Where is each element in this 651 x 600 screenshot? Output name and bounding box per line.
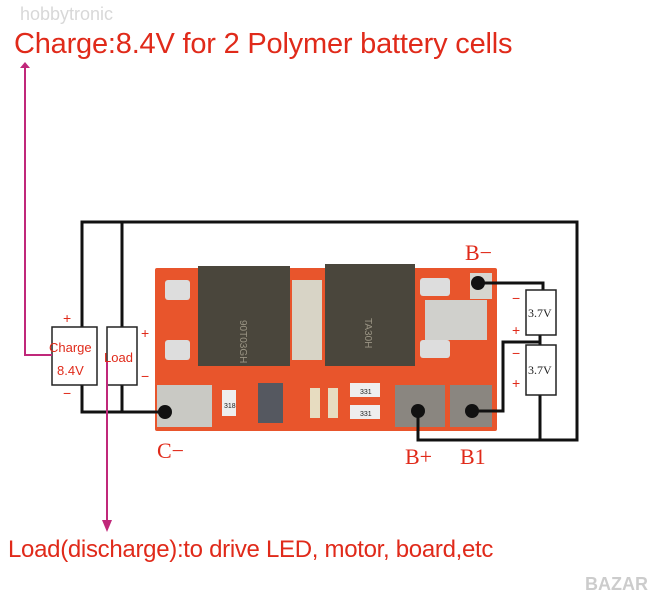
- footer-caption: Load(discharge):to drive LED, motor, boa…: [8, 536, 494, 563]
- load-label: Load: [104, 350, 133, 365]
- mosfet-chip-1: [198, 266, 290, 366]
- pad-array: [425, 300, 487, 340]
- wires: [80, 220, 579, 442]
- watermark-bottom: BAZAR: [585, 574, 648, 594]
- battery-1-minus: −: [512, 290, 521, 306]
- load-plus: +: [141, 325, 150, 341]
- chip-1-marking: 90T03GH: [237, 320, 248, 363]
- load-minus: −: [141, 368, 150, 384]
- arrow-down-icon: [102, 520, 112, 532]
- battery-2-voltage: 3.7V: [528, 363, 552, 377]
- battery-2-plus: +: [512, 375, 521, 391]
- battery-2-minus: −: [512, 345, 521, 361]
- ic-chip: [258, 383, 283, 423]
- charger-minus: −: [63, 385, 72, 401]
- charger-label: Charge: [49, 340, 92, 355]
- resistor-2: 331: [360, 389, 372, 396]
- label-b1: B1: [460, 444, 486, 469]
- battery-1-voltage: 3.7V: [528, 306, 552, 320]
- battery-1-plus: +: [512, 322, 521, 338]
- charge-arrow: [24, 66, 52, 356]
- charger-plus: +: [63, 310, 72, 326]
- chip-2-marking: TA30H: [362, 318, 373, 348]
- terminal-c-minus: [158, 405, 172, 419]
- label-b-plus: B+: [405, 444, 433, 469]
- terminal-b1: [465, 404, 479, 418]
- charger-voltage: 8.4V: [57, 363, 84, 378]
- arrow-up-icon: [20, 62, 30, 68]
- terminal-b-plus: [411, 404, 425, 418]
- resistor-1: 318: [224, 403, 236, 410]
- battery-1: [525, 289, 557, 336]
- label-b-minus: B−: [465, 240, 493, 265]
- terminal-b-minus: [471, 276, 485, 290]
- resistor-3: 331: [360, 411, 372, 418]
- title: Charge:8.4V for 2 Polymer battery cells: [14, 28, 513, 60]
- mosfet-chip-2: [325, 264, 415, 366]
- label-c-minus: C−: [157, 438, 185, 463]
- battery-2: [525, 344, 557, 396]
- load-box: [106, 326, 138, 386]
- watermark-top: hobbytronic: [20, 4, 114, 24]
